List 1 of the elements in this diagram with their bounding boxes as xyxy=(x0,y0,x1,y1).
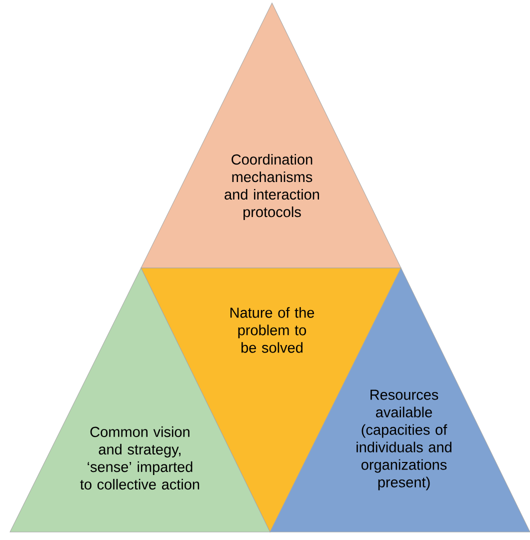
triangle: Coordination mechanisms and interaction protocols xyxy=(140,2,402,268)
